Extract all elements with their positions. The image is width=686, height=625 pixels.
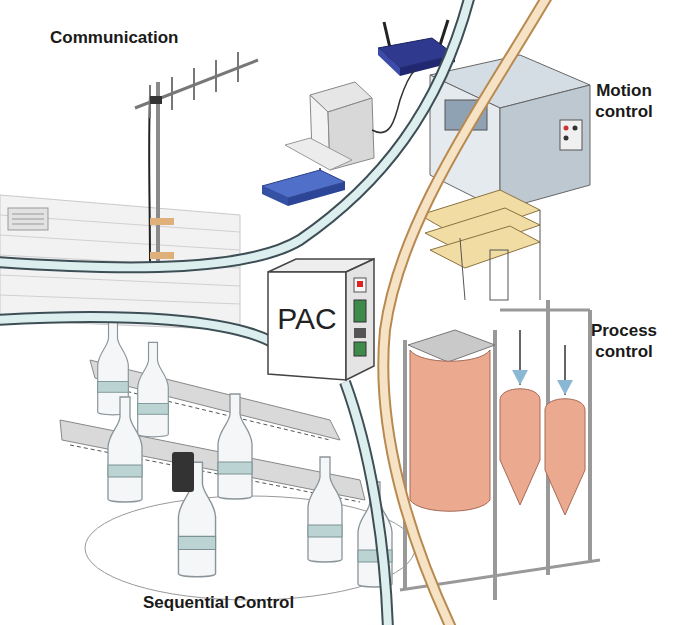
region-band-part xyxy=(383,0,548,625)
motion-machine-part xyxy=(560,120,582,150)
building-wall-part xyxy=(12,219,44,220)
process-tanks-part xyxy=(493,330,497,600)
bottle-conveyor-part xyxy=(138,342,169,437)
wireless-router-part xyxy=(440,20,448,45)
motion-machine-part xyxy=(430,226,540,268)
terminal xyxy=(354,300,366,322)
motion-machine-part xyxy=(500,85,590,210)
building-wall-part xyxy=(0,235,240,250)
process-tanks-part xyxy=(410,350,490,511)
process-tanks-part xyxy=(500,389,540,505)
building-wall-part xyxy=(12,214,44,215)
process-tanks-part xyxy=(545,399,585,515)
building-wall-part xyxy=(12,224,44,225)
region-label: Process control xyxy=(584,320,664,362)
motion-machine-part xyxy=(460,238,465,300)
region-band-part xyxy=(0,317,272,342)
motion-machine-part xyxy=(490,250,508,300)
process-tanks-part xyxy=(520,330,565,395)
bottle-conveyor-part xyxy=(218,394,252,499)
region-label: Communication xyxy=(50,27,210,48)
network-switch-part xyxy=(288,182,345,206)
bottle-conveyor-part xyxy=(308,457,342,562)
yagi-antenna-part xyxy=(135,60,258,108)
box-front xyxy=(268,272,346,380)
computer-monitor-part xyxy=(285,138,352,170)
region-band-part xyxy=(0,0,470,267)
wireless-router-part xyxy=(378,48,400,76)
motion-machine-part xyxy=(573,126,578,131)
terminal xyxy=(354,342,366,356)
network-switch-part xyxy=(262,186,288,206)
yagi-antenna-part xyxy=(171,77,173,110)
box-side xyxy=(346,259,374,380)
building-wall-part xyxy=(0,295,240,304)
motion-machine-part xyxy=(564,136,569,141)
building-wall-part xyxy=(0,275,240,286)
terminal xyxy=(354,328,366,338)
bottle-conveyor-part xyxy=(108,397,142,502)
region-label: Motion control xyxy=(588,80,660,122)
node-text: PAC xyxy=(268,302,346,336)
process-tanks-part xyxy=(588,310,592,560)
yagi-antenna-part xyxy=(215,60,217,92)
port xyxy=(354,278,366,292)
computer-monitor xyxy=(285,70,415,192)
process-tanks-part xyxy=(403,340,407,590)
yagi-antenna-part xyxy=(156,82,160,268)
yagi-antenna xyxy=(135,52,258,268)
yagi-antenna-part xyxy=(150,252,174,259)
region-label: Sequential Control xyxy=(143,592,343,613)
region-band-part xyxy=(0,317,272,342)
process-tanks-part xyxy=(500,309,590,312)
pac-box: PAC xyxy=(266,256,376,382)
network-switch xyxy=(262,170,345,206)
bottle-conveyor-part xyxy=(172,452,194,492)
yagi-antenna-part xyxy=(150,96,162,104)
motion-machine-part xyxy=(564,126,569,131)
motion-machine-part xyxy=(540,210,541,300)
building-wall-part xyxy=(8,208,48,230)
yagi-antenna-part xyxy=(237,52,239,82)
region-band xyxy=(0,0,548,625)
yagi-antenna-part xyxy=(150,218,174,225)
yagi-antenna-part xyxy=(148,95,151,265)
yagi-antenna-part xyxy=(193,68,195,100)
region-band-part xyxy=(383,0,548,625)
process-tanks xyxy=(400,300,600,600)
led xyxy=(357,281,363,287)
region-band-part xyxy=(0,0,470,267)
wireless-router-part xyxy=(384,22,390,48)
process-tanks-part xyxy=(512,370,528,385)
process-tanks-part xyxy=(557,380,573,395)
